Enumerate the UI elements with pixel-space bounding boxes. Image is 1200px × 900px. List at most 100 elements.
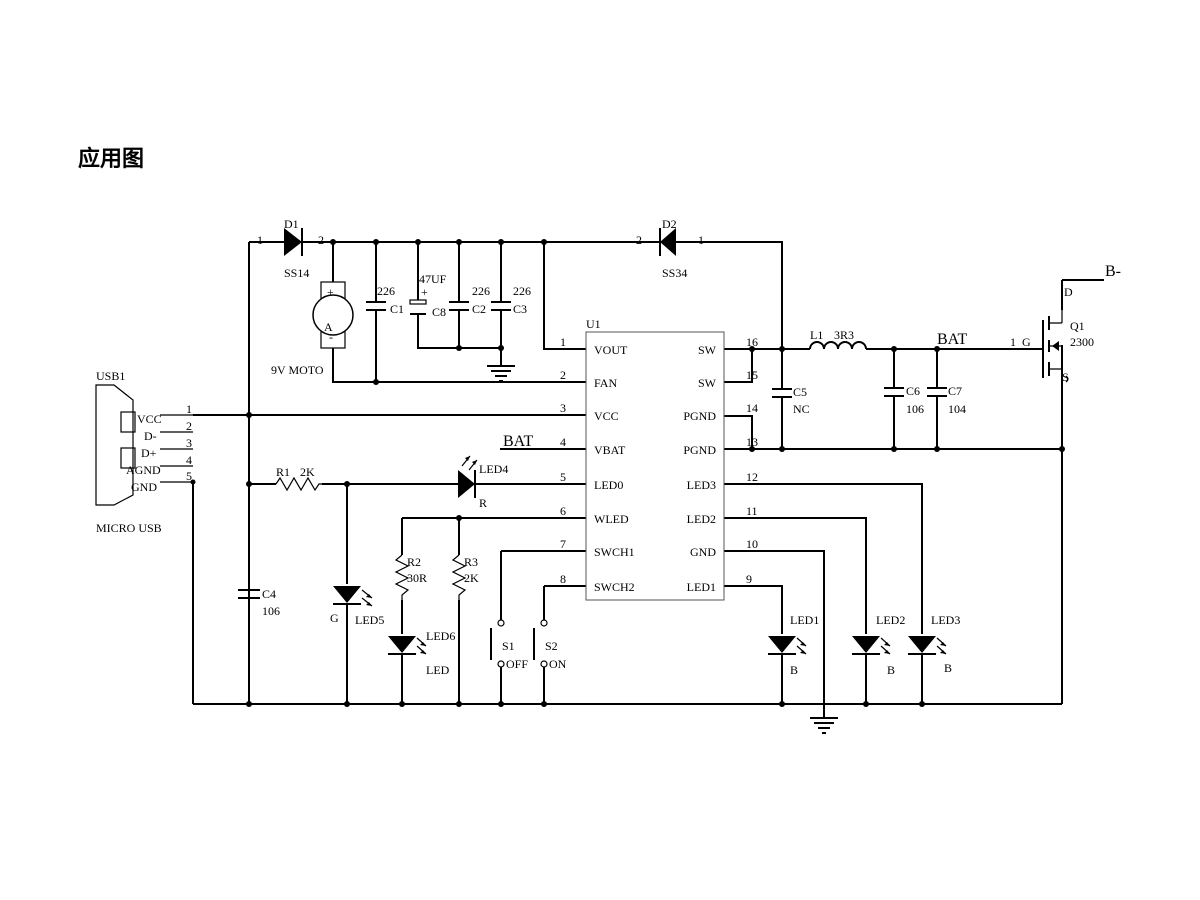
led5-ref: LED5 xyxy=(355,613,384,627)
ground-symbol xyxy=(810,717,838,734)
u1-pin-name: VBAT xyxy=(594,443,626,457)
l1-ref: L1 xyxy=(810,328,823,342)
u1-pin-num: 8 xyxy=(560,572,566,586)
net-bat-label: BAT xyxy=(503,433,533,450)
u1-pin-name: GND xyxy=(690,545,716,559)
c2-value: 226 xyxy=(472,284,490,298)
motor-label: 9V MOTO xyxy=(271,363,324,377)
capacitor-c1: 226 C1 xyxy=(366,284,404,316)
resistor-r3: R3 2K xyxy=(451,554,479,600)
d1-pin: 1 xyxy=(257,233,263,247)
u1-pin-num: 3 xyxy=(560,401,566,415)
capacitor-c7: C7 104 xyxy=(927,384,966,416)
motor: + - A 9V MOTO xyxy=(271,281,354,377)
c7-value: 104 xyxy=(948,402,966,416)
c7-ref: C7 xyxy=(948,384,962,398)
c6-value: 106 xyxy=(906,402,924,416)
u1-pin-name: LED1 xyxy=(687,580,716,594)
u1-pin-name: VOUT xyxy=(594,343,628,357)
diode-d1: D1 SS14 1 2 xyxy=(257,217,324,280)
s1-label: OFF xyxy=(506,657,528,671)
motor-letter: A xyxy=(324,320,333,334)
u1-pin-name: SW xyxy=(698,376,717,390)
led2-ref: LED2 xyxy=(876,613,905,627)
net-bat-label: BAT xyxy=(937,331,967,348)
usb-pin-num: 4 xyxy=(186,453,192,467)
c2-ref: C2 xyxy=(472,302,486,316)
u1-pin-num: 12 xyxy=(746,470,758,484)
r1-value: 2K xyxy=(300,465,315,479)
usb-pin-name: D+ xyxy=(141,446,157,460)
u1-pin-name: WLED xyxy=(594,512,629,526)
capacitor-c3: 226 C3 xyxy=(491,284,531,316)
u1-pin-num: 11 xyxy=(746,504,758,518)
d1-ref: D1 xyxy=(284,217,299,231)
u1-pin-name: SWCH2 xyxy=(594,580,635,594)
usb-ref: USB1 xyxy=(96,369,125,383)
q1-ref: Q1 xyxy=(1070,319,1085,333)
d1-pin: 2 xyxy=(318,233,324,247)
led1-color: B xyxy=(790,663,798,677)
s2-label: ON xyxy=(549,657,567,671)
c8-plus: + xyxy=(421,285,428,299)
q1-value: 2300 xyxy=(1070,335,1094,349)
u1-pin-name: SW xyxy=(698,343,717,357)
r2-ref: R2 xyxy=(407,555,421,569)
led1-ref: LED1 xyxy=(790,613,819,627)
r3-ref: R3 xyxy=(464,555,478,569)
u1-pin-name: VCC xyxy=(594,409,619,423)
u1-pin-num: 7 xyxy=(560,537,566,551)
led-led6: LED6 LED xyxy=(388,629,455,677)
u1-pin-num: 5 xyxy=(560,470,566,484)
r1-ref: R1 xyxy=(276,465,290,479)
u1-pin-name: PGND xyxy=(683,409,716,423)
q1-pin: 1 xyxy=(1010,335,1016,349)
q1-gate: G xyxy=(1022,335,1031,349)
u1-pin-name: LED0 xyxy=(594,478,623,492)
d1-value: SS14 xyxy=(284,266,309,280)
d2-pin: 2 xyxy=(636,233,642,247)
micro-usb-connector: USB1 MICRO USB VCC D- D+ AGND GND 1 2 3 … xyxy=(95,369,193,535)
junctions xyxy=(190,239,1065,707)
r3-value: 2K xyxy=(464,571,479,585)
motor-plus: + xyxy=(327,285,334,299)
led-led4: LED4 R xyxy=(458,455,508,510)
usb-pin-num: 2 xyxy=(186,419,192,433)
resistor-r2: R2 30R xyxy=(394,554,427,600)
usb-pin-num: 3 xyxy=(186,436,192,450)
usb-pin-name: D- xyxy=(144,429,157,443)
led2-color: B xyxy=(887,663,895,677)
c8-value: 47UF xyxy=(419,272,447,286)
inductor-l1: L1 3R3 xyxy=(809,328,867,350)
s2-ref: S2 xyxy=(545,639,558,653)
d2-pin: 1 xyxy=(698,233,704,247)
d2-value: SS34 xyxy=(662,266,687,280)
usb-pin-num: 5 xyxy=(186,469,192,483)
c4-ref: C4 xyxy=(262,587,276,601)
resistor-r1: R1 2K xyxy=(275,465,322,492)
usb-pin-num: 1 xyxy=(186,402,192,416)
usb-name: MICRO USB xyxy=(96,521,162,535)
net-b-minus-label: B- xyxy=(1105,263,1121,280)
usb-pin-name: VCC xyxy=(137,412,162,426)
u1-pin-num: 2 xyxy=(560,368,566,382)
c3-value: 226 xyxy=(513,284,531,298)
usb-pin-name: GND xyxy=(131,480,157,494)
c6-ref: C6 xyxy=(906,384,920,398)
page-title: 应用图 xyxy=(78,146,144,172)
led3-ref: LED3 xyxy=(931,613,960,627)
led6-color: LED xyxy=(426,663,450,677)
u1-pin-num: 1 xyxy=(560,335,566,349)
u1-pin-num: 9 xyxy=(746,572,752,586)
capacitor-c8: 47UF + C8 xyxy=(409,272,447,319)
capacitor-c5: C5 NC xyxy=(772,385,810,416)
led-led5: LED5 G xyxy=(330,586,384,627)
u1-pin-num: 15 xyxy=(746,368,758,382)
s1-ref: S1 xyxy=(502,639,515,653)
led4-ref: LED4 xyxy=(479,462,508,476)
u1-pin-name: SWCH1 xyxy=(594,545,635,559)
u1-pin-name: LED2 xyxy=(687,512,716,526)
led6-ref: LED6 xyxy=(426,629,455,643)
switch-s2: S2 ON xyxy=(533,619,567,671)
